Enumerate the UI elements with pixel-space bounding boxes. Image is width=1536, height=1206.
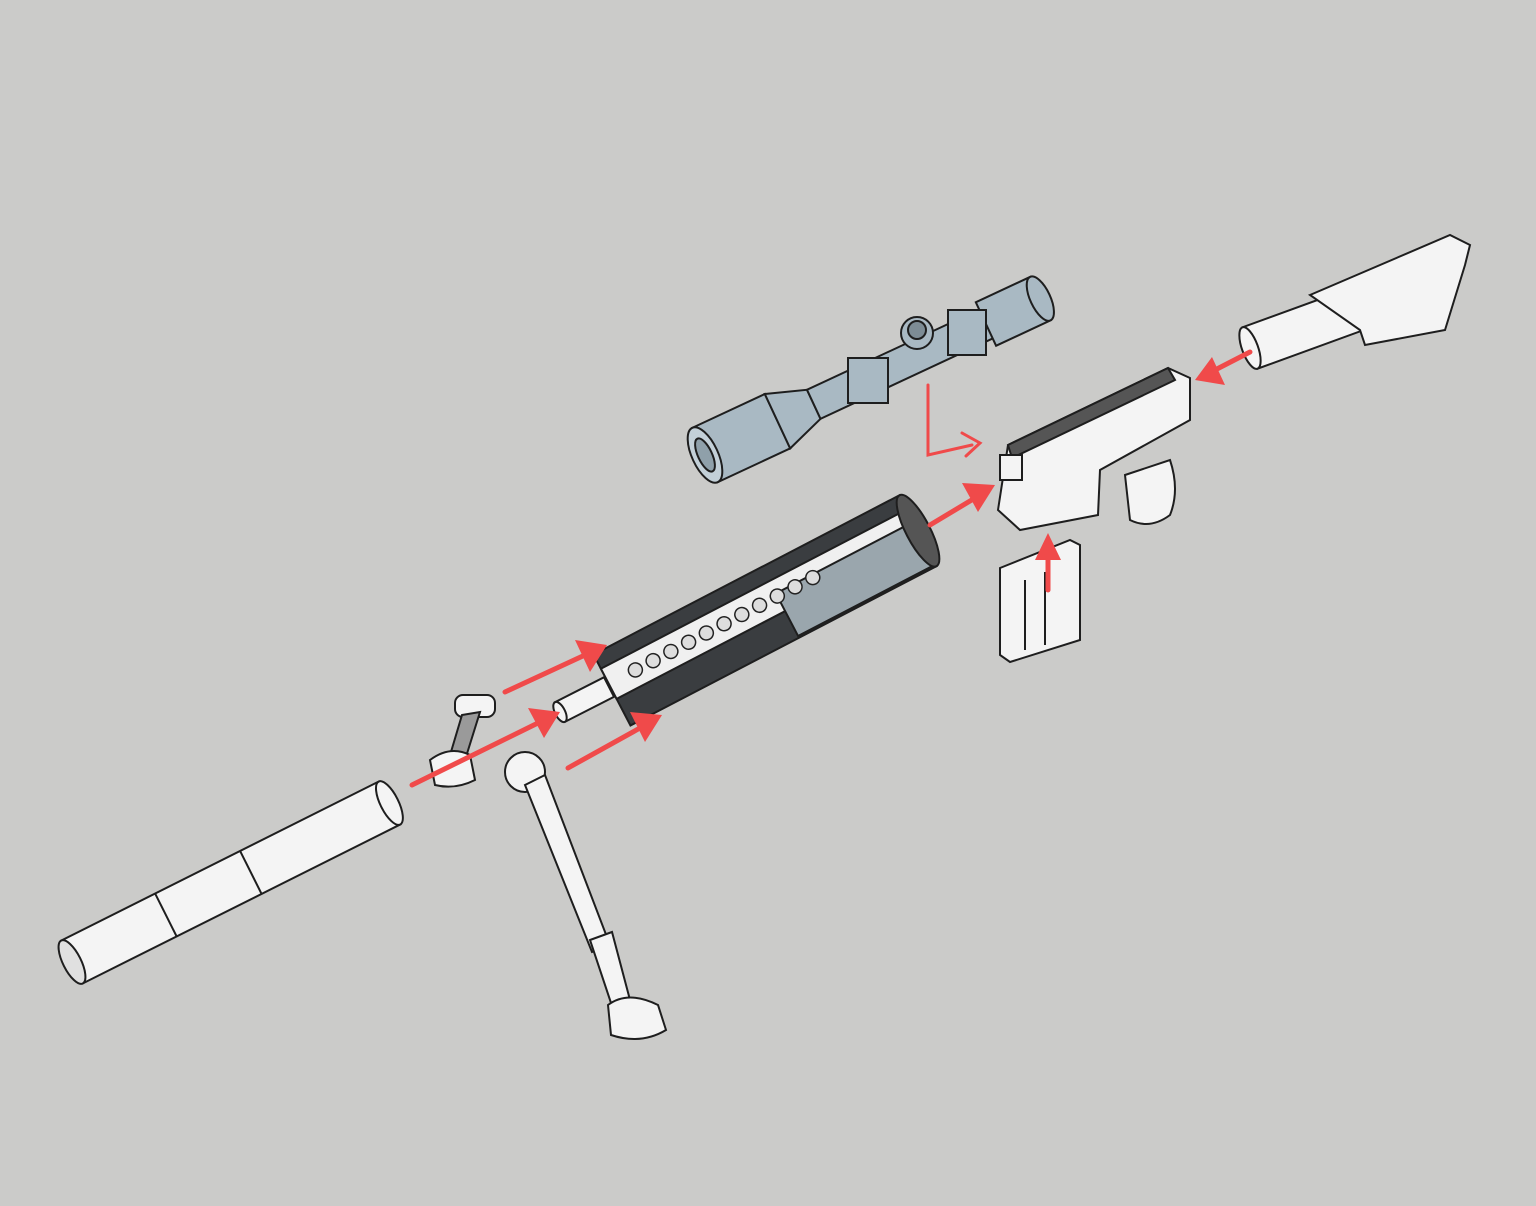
arrow-bipod-to-handguard (502, 640, 607, 695)
arrow-magazine-to-receiver (1035, 533, 1061, 593)
receiver (996, 366, 1191, 532)
bipod (428, 694, 668, 1040)
magazine (999, 538, 1081, 664)
stock (1238, 233, 1472, 370)
arrow-suppressor-to-barrel (409, 708, 560, 788)
arrow-lower-to-handguard (565, 712, 662, 771)
arrow-handguard-to-receiver (927, 483, 995, 528)
arrow-scope-to-receiver (926, 383, 983, 458)
arrow-stock-to-receiver (1195, 349, 1253, 385)
assembly-arrows (409, 349, 1253, 788)
scope (686, 275, 1055, 484)
handguard (592, 493, 941, 727)
suppressor (57, 780, 404, 985)
